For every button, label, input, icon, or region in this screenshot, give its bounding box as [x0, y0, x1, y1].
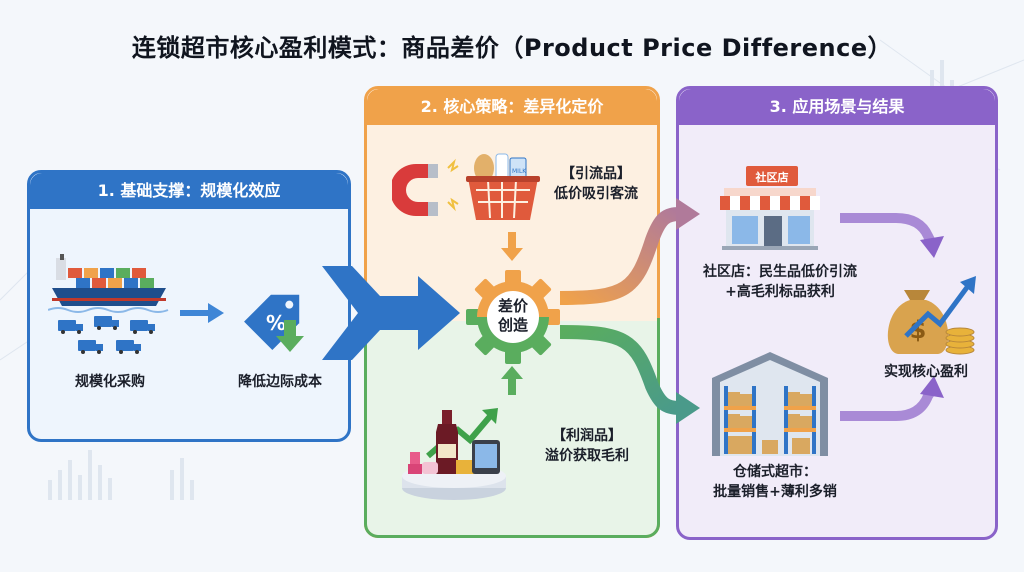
- gear-icon: [466, 270, 560, 364]
- gear-label-line2: 创造: [497, 316, 528, 334]
- arrow-right-icon: [180, 303, 224, 323]
- page-title: 连锁超市核心盈利模式：商品差价（Product Price Difference…: [131, 34, 893, 62]
- warehouse-store-line2: 批量销售+薄利多销: [713, 484, 837, 500]
- procurement-label: 规模化采购: [75, 374, 145, 390]
- price-tag-down-icon: %: [244, 294, 304, 352]
- profit-product-title: 【利润品】: [552, 428, 622, 444]
- cost-label: 降低边际成本: [238, 374, 322, 390]
- magnet-basket-icon: MILK: [392, 153, 540, 220]
- gear-label: 差价 创造: [483, 297, 543, 335]
- traffic-product-desc: 低价吸引客流: [554, 186, 638, 202]
- profit-section-border: [364, 318, 660, 538]
- warehouse-icon: [712, 352, 828, 456]
- premium-products-icon: [402, 408, 506, 500]
- traffic-product-label: 【引流品】 低价吸引客流: [546, 164, 646, 204]
- money-bag-icon: $: [887, 276, 976, 355]
- panel-results-header: 3. 应用场景与结果: [679, 89, 995, 125]
- cargo-ship-trucks-icon: [48, 254, 169, 354]
- arrow-up-icon: [501, 366, 523, 395]
- community-store-line2: +高毛利标品获利: [725, 284, 835, 300]
- panel-foundation-header: 1. 基础支撑：规模化效应: [30, 173, 348, 209]
- store-sign-text: 社区店: [755, 170, 789, 184]
- milk-text: MILK: [512, 168, 527, 175]
- big-arrow-right-icon: [322, 266, 460, 360]
- warehouse-store-line1: 仓储式超市：: [733, 464, 817, 480]
- core-profit-label: 实现核心盈利: [884, 364, 968, 380]
- panel-strategy-header: 2. 核心策略：差异化定价: [367, 89, 657, 125]
- panel-results: 3. 应用场景与结果: [676, 86, 998, 540]
- community-store-label: 社区店：民生品低价引流 +高毛利标品获利: [680, 262, 880, 302]
- branch-arrows-icon: [559, 198, 700, 424]
- traffic-product-title: 【引流品】: [561, 166, 631, 182]
- community-store-line1: 社区店：民生品低价引流: [703, 264, 857, 280]
- profit-product-desc: 溢价获取毛利: [545, 448, 629, 464]
- profit-product-label: 【利润品】 溢价获取毛利: [532, 426, 642, 466]
- arrow-down-icon: [501, 232, 523, 261]
- gear-label-line1: 差价: [497, 297, 528, 315]
- percent-symbol: %: [266, 311, 286, 335]
- store-icon: 社区店: [720, 166, 820, 250]
- warehouse-store-label: 仓储式超市： 批量销售+薄利多销: [690, 462, 860, 502]
- result-arrows-icon: [840, 213, 944, 421]
